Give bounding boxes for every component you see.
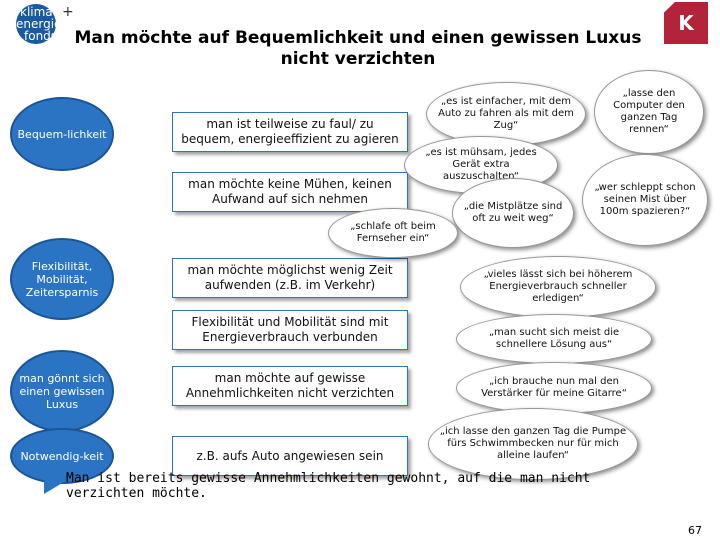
- quote-schneller: „vieles lässt sich bei höherem Energieve…: [460, 256, 656, 318]
- footer-conclusion: Man ist bereits gewisse Annehmlichkeiten…: [66, 471, 591, 501]
- page-number: 67: [688, 524, 702, 537]
- quote-gitarre: „ich brauche nun mal den Verstärker für …: [456, 362, 652, 414]
- quote-mistplaetze: „die Mistplätze sind oft zu weit weg“: [452, 178, 574, 248]
- statement-muehen: man möchte keine Mühen, keinen Aufwand a…: [172, 172, 408, 212]
- category-flexibilitaet: Flexibilität, Mobilität, Zeitersparnis: [10, 238, 114, 320]
- quote-fernseher: „schlafe oft beim Fernseher ein“: [328, 208, 458, 258]
- quote-auto-zug: „es ist einfacher, mit dem Auto zu fahre…: [426, 82, 586, 146]
- category-luxus: man gönnt sich einen gewissen Luxus: [10, 350, 114, 432]
- statement-faul: man ist teilweise zu faul/ zu bequem, en…: [172, 112, 408, 152]
- quote-muehsam: „es ist mühsam, jedes Gerät extra auszus…: [404, 136, 558, 194]
- page-title: Man möchte auf Bequemlichkeit und einen …: [74, 28, 642, 69]
- statement-zeit: man möchte möglichst wenig Zeit aufwende…: [172, 258, 408, 298]
- logo-text-line2: energie: [16, 17, 62, 31]
- statement-mobilitaet: Flexibilität und Mobilität sind mit Ener…: [172, 310, 408, 350]
- logo-circle: [16, 4, 56, 44]
- quote-pumpe: „ich lasse den ganzen Tag die Pumpe fürs…: [428, 408, 638, 480]
- statement-auto: z.B. aufs Auto angewiesen sein: [172, 436, 408, 476]
- logo-plus-icon: +: [62, 4, 74, 20]
- category-bequemlichkeit: Bequem-lichkeit: [10, 97, 114, 171]
- corner-logo: K: [664, 2, 708, 44]
- statement-annehmlichkeiten: man möchte auf gewisse Annehmlichkeiten …: [172, 366, 408, 406]
- quote-mist: „wer schleppt schon seinen Mist über 100…: [582, 154, 708, 246]
- quote-computer: „lasse den Computer den ganzen Tag renne…: [594, 70, 704, 154]
- logo-text-line1: klima: [20, 5, 53, 19]
- logo-text-line3: fonds: [24, 29, 58, 43]
- quote-loesung: „man sucht sich meist die schnellere Lös…: [456, 314, 652, 364]
